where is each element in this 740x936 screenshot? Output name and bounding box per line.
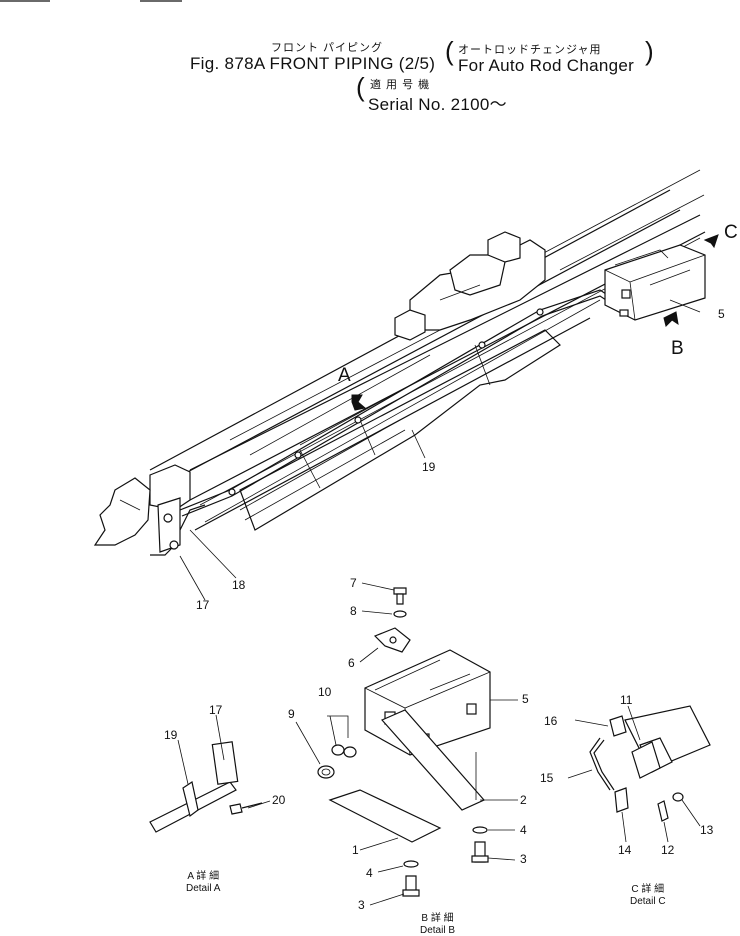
part-number-5: 5 (718, 307, 725, 321)
part-number-18: 18 (232, 578, 245, 592)
detail-b-drawing (296, 583, 518, 905)
part-number-19: 19 (164, 728, 177, 742)
rod-changer-beam (150, 170, 705, 530)
detail-a-caption-en: Detail A (186, 883, 220, 895)
figure-title: Fig. 878A FRONT PIPING (2/5) (190, 54, 435, 74)
arrow-c (705, 235, 718, 247)
part-number-1: 1 (352, 843, 359, 857)
detail-b-caption: B 詳 細 Detail B (420, 913, 455, 936)
part-number-15: 15 (540, 771, 553, 785)
part-number-17: 17 (196, 598, 209, 612)
variant-label: For Auto Rod Changer (458, 56, 634, 76)
leader-19 (412, 430, 425, 458)
callout-a: A (338, 365, 351, 387)
part-number-5: 5 (522, 692, 529, 706)
leader-17 (180, 556, 205, 600)
part-number-4: 4 (520, 823, 527, 837)
detail-b-caption-jp: B 詳 細 (420, 913, 455, 925)
callout-b: B (671, 338, 684, 360)
part-number-12: 12 (661, 843, 674, 857)
detail-c-caption-jp: C 詳 細 (630, 884, 666, 896)
valve-box-5 (605, 245, 705, 320)
part-number-8: 8 (350, 604, 357, 618)
part-number-10: 10 (318, 685, 331, 699)
part-number-6: 6 (348, 656, 355, 670)
variant-japanese: オートロッドチェンジャ用 (458, 41, 601, 57)
leader-18 (190, 530, 236, 578)
arrow-a (352, 395, 365, 410)
part-number-3: 3 (520, 852, 527, 866)
title-japanese: フロント パイピング (271, 39, 383, 55)
part-number-9: 9 (288, 707, 295, 721)
part-number-2: 2 (520, 793, 527, 807)
part-number-14: 14 (618, 843, 631, 857)
part-number-16: 16 (544, 714, 557, 728)
part-number-13: 13 (700, 823, 713, 837)
part-number-3: 3 (358, 898, 365, 912)
paren-open: ( (356, 74, 365, 100)
part-number-11: 11 (620, 693, 632, 707)
detail-c-drawing (568, 706, 710, 842)
arrow-b (664, 312, 678, 326)
paren-close: ) (645, 38, 654, 64)
part-number-4: 4 (366, 866, 373, 880)
part-number-7: 7 (350, 576, 357, 590)
serial-range: Serial No. 2100～ (368, 90, 507, 115)
part-number-19: 19 (422, 460, 435, 474)
part-number-20: 20 (272, 793, 285, 807)
detail-c-caption-en: Detail C (630, 896, 666, 908)
detail-b-caption-en: Detail B (420, 925, 455, 936)
beam-end-bracket (95, 465, 190, 555)
paren-open: ( (445, 38, 454, 64)
detail-a-caption: A 詳 細 Detail A (186, 871, 220, 894)
detail-c-caption: C 詳 細 Detail C (630, 884, 666, 907)
drive-unit (395, 232, 545, 340)
detail-a-caption-jp: A 詳 細 (186, 871, 220, 883)
callout-c: C (724, 222, 738, 244)
part-number-17: 17 (209, 703, 222, 717)
